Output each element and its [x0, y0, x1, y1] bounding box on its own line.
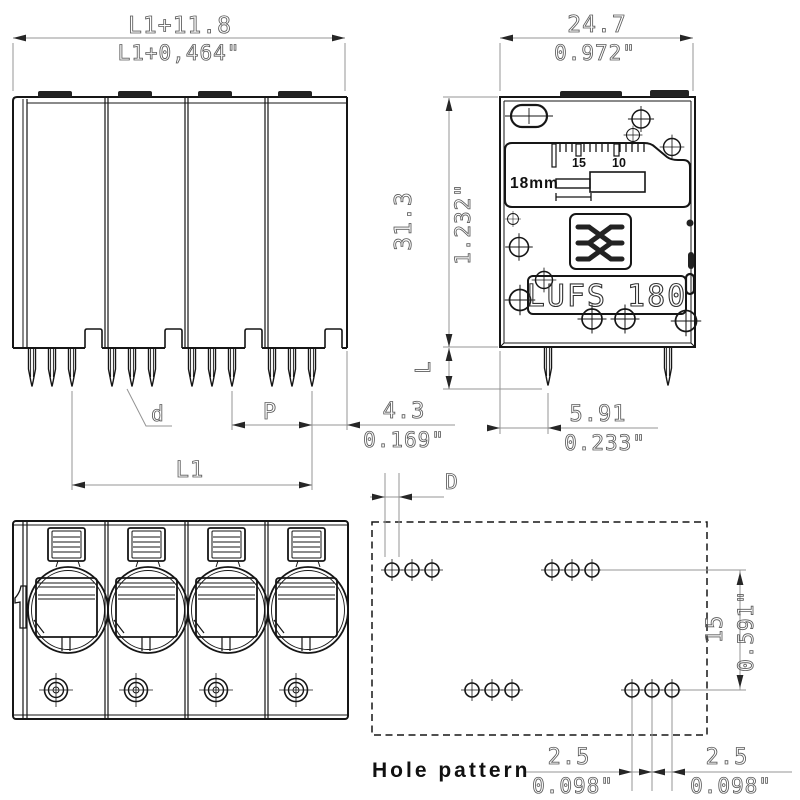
dim-pitch-left-inch: 0.098" [532, 774, 614, 798]
label-pin-length: L [411, 360, 435, 373]
dim-end-offset-mm: 4.3 [383, 399, 426, 424]
side-top-cap [560, 91, 622, 98]
dim-arrow [332, 34, 345, 42]
dim-pitch-left-mm: 2.5 [548, 745, 591, 770]
ruler-marker [613, 143, 620, 157]
label-pitch: P [263, 400, 277, 425]
pivot-dot [686, 219, 694, 227]
solder-pin [663, 346, 673, 387]
side-view: 24.7 0.972" 15 10 18mm [391, 12, 703, 455]
dim-height-inch: 1.232" [451, 183, 475, 265]
label-hole-diameter: D [445, 470, 459, 494]
housing-top-caps [38, 91, 312, 98]
pole-unit [107, 527, 189, 708]
strip-gauge-panel: 15 10 18mm [504, 142, 691, 208]
dim-height-mm: 31.3 [391, 191, 417, 250]
dim-pitch-right-inch: 0.098" [690, 774, 772, 798]
scale-tick-15: 15 [572, 156, 586, 170]
solder-pins-front [27, 347, 317, 388]
scale-tick-10: 10 [612, 156, 626, 170]
dim-arrow [13, 34, 26, 42]
label-pin-diameter: d [151, 402, 165, 426]
hole-group [380, 558, 444, 582]
drill-mark [504, 232, 534, 262]
ruler-marker [575, 143, 582, 157]
pcb-outline [371, 521, 708, 736]
dim-row-spacing-inch: 0.591" [734, 590, 758, 672]
front-view: L1+11.8 L1+0,464" [12, 13, 455, 490]
solder-pin [543, 346, 553, 387]
hole-group [620, 678, 684, 702]
end-plate-tab [14, 585, 27, 629]
top-view [12, 520, 349, 720]
weidmueller-logo [569, 213, 632, 270]
dim-row-spacing-mm: 15 [703, 615, 728, 644]
dim-overall-width-inch: L1+0,464" [118, 41, 241, 65]
bottom-notches [84, 328, 343, 348]
hole-group [540, 558, 604, 582]
dim-end-offset-inch: 0.169" [363, 428, 445, 452]
dim-pitch-right-mm: 2.5 [706, 745, 749, 770]
hole-pattern-view: D 15 0.591" 2.5 0.098" 2.5 0.098" Hole p… [370, 470, 792, 798]
side-top-cap [650, 90, 689, 97]
drill-mark [504, 210, 522, 228]
drill-mark [658, 133, 686, 161]
hole-group [460, 678, 524, 702]
dim-pin-position-mm: 5.91 [570, 402, 627, 427]
marking-strip-length: 18mm [510, 175, 559, 192]
marking-plate [527, 275, 687, 315]
dim-depth-mm: 24.7 [567, 12, 626, 38]
latch-slot [688, 252, 694, 269]
label-length-l1: L1 [176, 458, 205, 483]
dim-pin-position-inch: 0.233" [564, 431, 646, 455]
pole-unit [267, 527, 349, 708]
pole-unit [187, 527, 269, 708]
gauge-tongue [555, 178, 591, 189]
pole-unit [27, 527, 109, 708]
product-marking: LUFS 180 [527, 279, 688, 314]
dim-depth-inch: 0.972" [554, 41, 636, 65]
hole-pattern-caption: Hole pattern [372, 759, 531, 782]
dim-overall-width-mm: L1+11.8 [128, 13, 232, 39]
gauge-pocket [589, 171, 646, 193]
